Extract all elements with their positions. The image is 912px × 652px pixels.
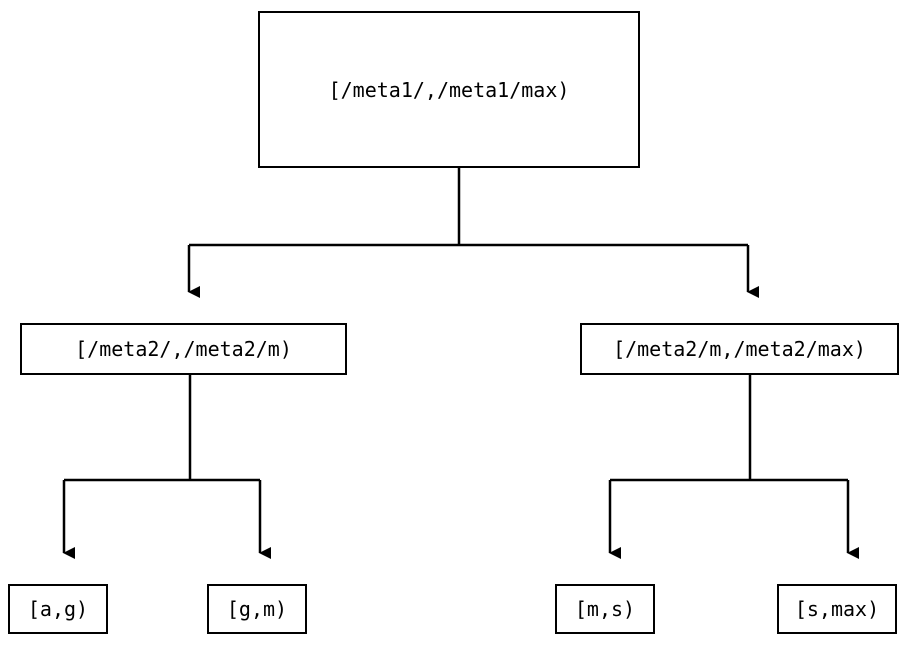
tree-node-leaf[interactable]: [a,g) <box>8 584 108 634</box>
tree-node-mid-left[interactable]: [/meta2/,/meta2/m) <box>20 323 347 375</box>
tree-node-leaf-label: [a,g) <box>27 597 89 621</box>
tree-node-root-label: [/meta1/,/meta1/max) <box>328 77 570 102</box>
tree-node-leaf[interactable]: [g,m) <box>207 584 307 634</box>
edge-midleft-to-leaves-group <box>62 375 271 559</box>
tree-node-leaf-label: [g,m) <box>226 597 288 621</box>
tree-node-root[interactable]: [/meta1/,/meta1/max) <box>258 11 640 168</box>
tree-node-leaf[interactable]: [s,max) <box>777 584 897 634</box>
tree-node-leaf-label: [s,max) <box>794 597 880 621</box>
tree-node-mid-left-label: [/meta2/,/meta2/m) <box>75 337 292 361</box>
tree-node-mid-right[interactable]: [/meta2/m,/meta2/max) <box>580 323 899 375</box>
edge-root-to-mid-group <box>187 168 759 298</box>
tree-node-leaf[interactable]: [m,s) <box>555 584 655 634</box>
tree-node-mid-right-label: [/meta2/m,/meta2/max) <box>613 337 866 361</box>
edge-midright-to-leaves-group <box>608 375 859 559</box>
tree-node-leaf-label: [m,s) <box>574 597 636 621</box>
